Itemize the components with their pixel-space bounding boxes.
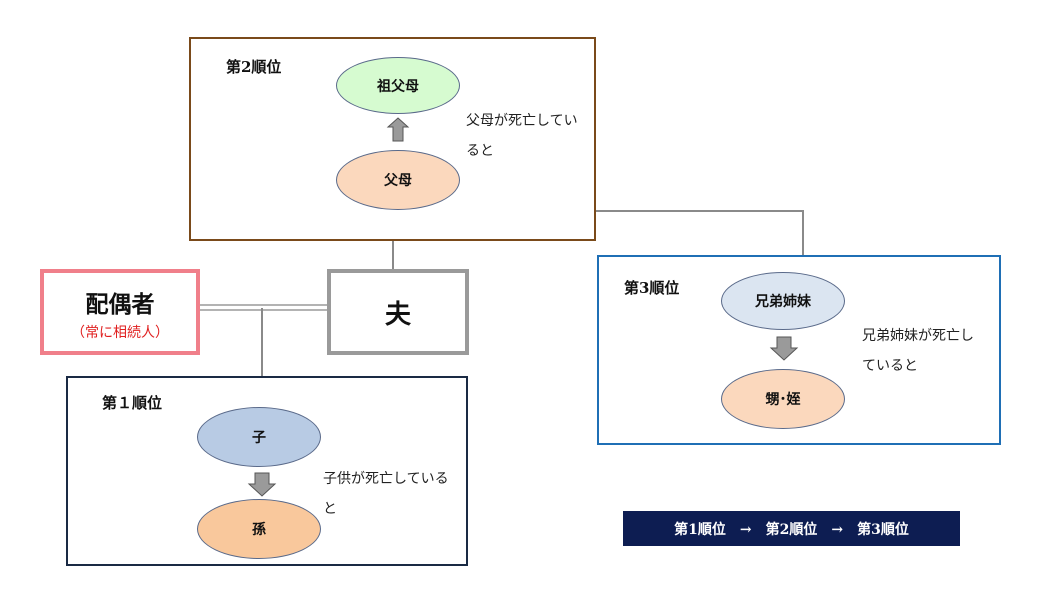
rank1-note-line2: と	[323, 501, 337, 517]
arrow-down-icon	[769, 336, 799, 361]
rank1-note-line1: 子供が死亡している	[323, 471, 449, 487]
spouse-sub-label: （常に相続人）	[71, 325, 169, 341]
rank1-title: 第１順位	[102, 394, 163, 412]
rank3-nephews-oval: 甥･姪	[721, 369, 845, 429]
rank2-parents-oval: 父母	[336, 150, 460, 210]
rank2-note-line2: ると	[466, 143, 494, 159]
rank1-note: 子供が死亡している と	[323, 464, 449, 524]
rank3-note-line2: ていると	[862, 358, 918, 374]
spouse-label: 配偶者	[85, 292, 155, 318]
husband-label: 夫	[384, 299, 411, 330]
rank2-note: 父母が死亡してい ると	[466, 106, 578, 166]
husband-box: 夫	[327, 269, 469, 355]
spouse-box: 配偶者 （常に相続人）	[40, 269, 200, 355]
rank2-rank3-connector	[596, 210, 804, 256]
rank2-note-line1: 父母が死亡してい	[466, 113, 578, 129]
rank1-child-oval: 子	[197, 407, 321, 467]
rank3-siblings-oval: 兄弟姉妹	[721, 272, 845, 330]
rank2-title: 第2順位	[226, 58, 282, 76]
rank2-grandparents-oval: 祖父母	[336, 57, 460, 114]
order-legend-label: 第1順位 → 第2順位 → 第3順位	[674, 521, 909, 538]
order-legend: 第1順位 → 第2順位 → 第3順位	[623, 511, 960, 546]
rank3-note-line1: 兄弟姉妹が死亡し	[862, 328, 974, 344]
rank3-note: 兄弟姉妹が死亡し ていると	[862, 321, 974, 381]
rank1-grandchild-oval: 孫	[197, 499, 321, 559]
arrow-down-icon	[247, 472, 277, 497]
rank3-title: 第3順位	[624, 279, 680, 297]
arrow-up-icon	[386, 117, 410, 142]
